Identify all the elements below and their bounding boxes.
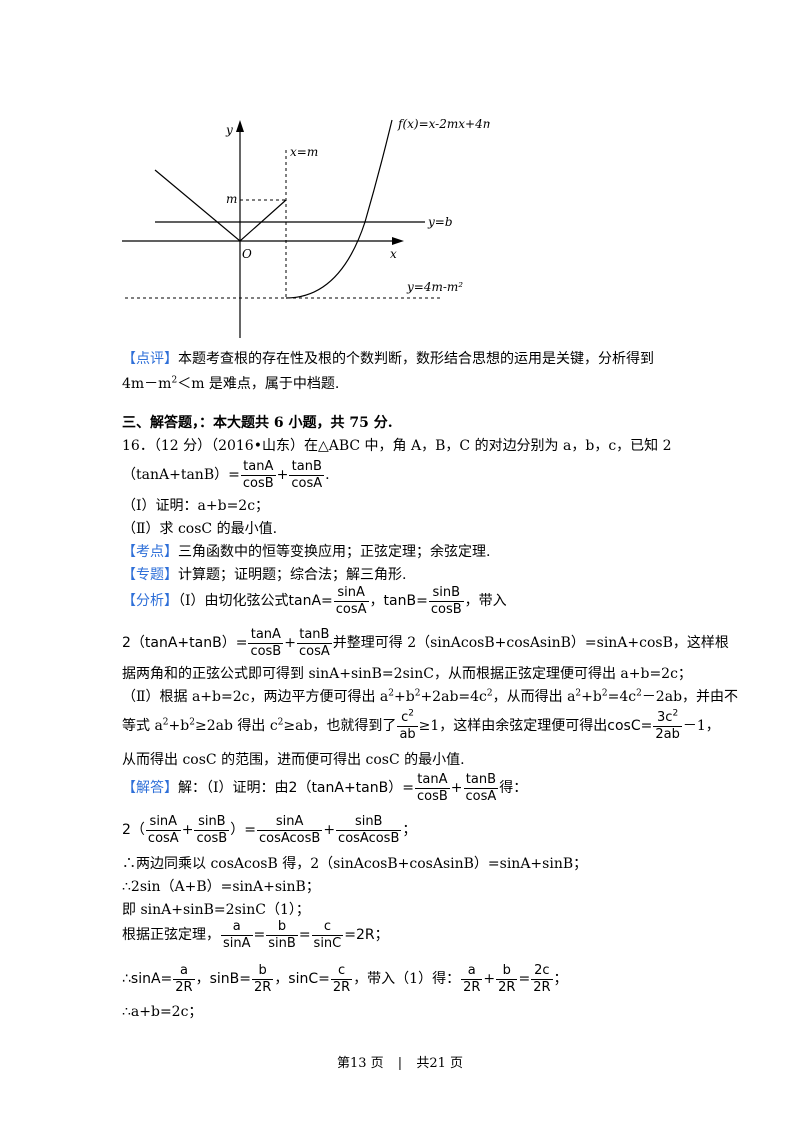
fenxi-tag: 【分析】 — [122, 593, 178, 609]
q16-head: 16．（12 分）（2016•山东）在△ABC 中，角 A，B，C 的对边分别为… — [122, 438, 672, 454]
fenxi-tanB-eq: ，tanB= — [369, 593, 428, 609]
function-graph: y x O m x=m f(x)=x-2mx+4m(x > m) y=b y=4… — [122, 117, 490, 338]
fenxi-t1: （Ⅰ）由切化弦公式 — [178, 593, 289, 609]
jieda-line-8: ∴a+b=2c； — [122, 1004, 203, 1020]
q16-plus: + — [276, 467, 289, 483]
x-m-label: x=m — [290, 145, 318, 159]
review-line-2: 4m－m2＜m 是难点，属于中档题. — [122, 374, 339, 394]
footer-page: 第13 页 — [336, 1056, 384, 1071]
y-axis-arrow — [236, 120, 244, 132]
fenxi-t2: ，带入 — [464, 593, 507, 609]
zhuanti-text: 计算题；证明题；综合法；解三角形. — [178, 567, 407, 583]
x-axis-arrow — [392, 237, 404, 245]
fenxi-tanA-eq: tanA= — [288, 593, 333, 609]
jieda-line-3: ∴两边同乘以 cosAcosB 得，2（sinAcosB+cosAsinB）=s… — [122, 856, 588, 872]
footer-separator: | — [397, 1056, 403, 1071]
y-b-label: y=b — [427, 215, 453, 229]
fenxi-line-4: （Ⅱ）根据 a+b=2c，两边平方便可得出 a2+b2+2ab=4c2，从而得出… — [122, 688, 739, 705]
parabola-curve — [285, 119, 393, 299]
q16-part-1: （Ⅰ）证明：a+b=2c； — [122, 498, 270, 514]
fenxi-l2-post: 并整理可得 2（sinAcosB+cosAsinB）=sinA+cosB，这样根 — [332, 635, 729, 651]
review-text-1: 本题考查根的存在性及根的个数判断，数形结合思想的运用是关键，分析得到 — [178, 351, 654, 367]
origin-label: O — [242, 247, 252, 261]
jieda-line-5: 即 sinA+sinB=2sinC（1）； — [122, 902, 310, 918]
kaodian-line: 【考点】三角函数中的恒等变换应用；正弦定理；余弦定理. — [122, 542, 490, 562]
q16-l2-end: . — [325, 467, 330, 483]
footer-total: 共21 页 — [416, 1056, 464, 1071]
review-sup: 2 — [171, 375, 178, 386]
curve-label: f(x)=x-2mx+4m(x > m) — [397, 117, 490, 131]
review-tag: 【点评】 — [122, 351, 178, 367]
y-axis-label: y — [225, 123, 233, 137]
fenxi-line-3: 据两角和的正弦公式即可得到 sinA+sinB=2sinC，从而根据正弦定理便可… — [122, 666, 692, 682]
review-line-1: 【点评】本题考查根的存在性及根的个数判断，数形结合思想的运用是关键，分析得到 — [122, 349, 654, 369]
review-text-2b: ＜m 是难点，属于中档题. — [177, 376, 340, 392]
q16-l2-pre: （tanA+tanB）= — [122, 467, 240, 483]
kaodian-tag: 【考点】 — [122, 544, 178, 560]
fenxi-l2-pre: 2（tanA+tanB）= — [122, 635, 248, 651]
zhuanti-line: 【专题】计算题；证明题；综合法；解三角形. — [122, 565, 406, 585]
jieda-line-4: ∴2sin（A+B）=sinA+sinB； — [122, 879, 320, 895]
page-footer: 第13 页 | 共21 页 — [0, 1052, 800, 1071]
x-axis-label: x — [390, 247, 397, 261]
jieda-tag: 【解答】 — [122, 780, 178, 796]
v-shape-curve — [154, 169, 287, 242]
review-text-2a: 4m－m — [122, 376, 172, 392]
section-title: 三、解答题，：本大题共 6 小题，共 75 分. — [122, 415, 393, 431]
y-min-label: y=4m-m² — [406, 280, 463, 294]
fenxi-line-6: 从而得出 cosC 的范围，进而便可得出 cosC 的最小值. — [122, 752, 465, 768]
m-label: m — [226, 192, 237, 206]
q16-part-2: （Ⅱ）求 cosC 的最小值. — [122, 521, 278, 537]
kaodian-text: 三角函数中的恒等变换应用；正弦定理；余弦定理. — [178, 544, 491, 560]
zhuanti-tag: 【专题】 — [122, 567, 178, 583]
